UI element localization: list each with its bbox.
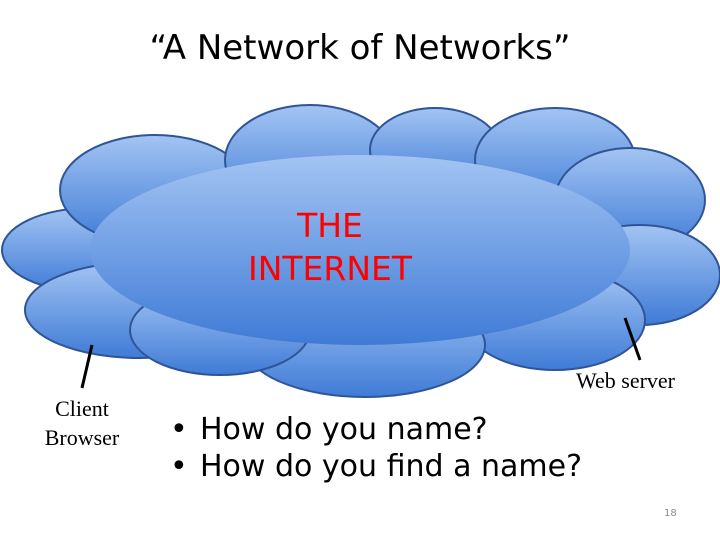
client-connection-line [80,344,94,389]
cloud-label: THE INTERNET [200,205,460,291]
bullet-text: How do you find a name? [200,448,582,484]
bullet-item: • How do you name? [170,412,582,449]
slide-title: “A Network of Networks” [149,28,571,68]
bullet-glyph: • [170,448,188,484]
web-server-label: Web server [576,368,676,393]
server-connection-line [623,317,642,361]
internet-cloud [1,104,720,398]
client-label-line2: Browser [44,424,120,450]
client-label-line1: Client [55,396,109,421]
bullet-glyph: • [170,412,188,447]
bullet-item: • How do you find a name? [170,449,582,486]
bullet-list: • How do you name? • How do you find a nam… [170,412,582,485]
cloud-label-line2: INTERNET [247,248,413,288]
client-browser-label: Client Browser [22,395,142,452]
page-number: 18 [664,508,677,519]
bullet-text: How do you name? [200,412,488,447]
cloud-label-line1: THE [297,206,363,245]
